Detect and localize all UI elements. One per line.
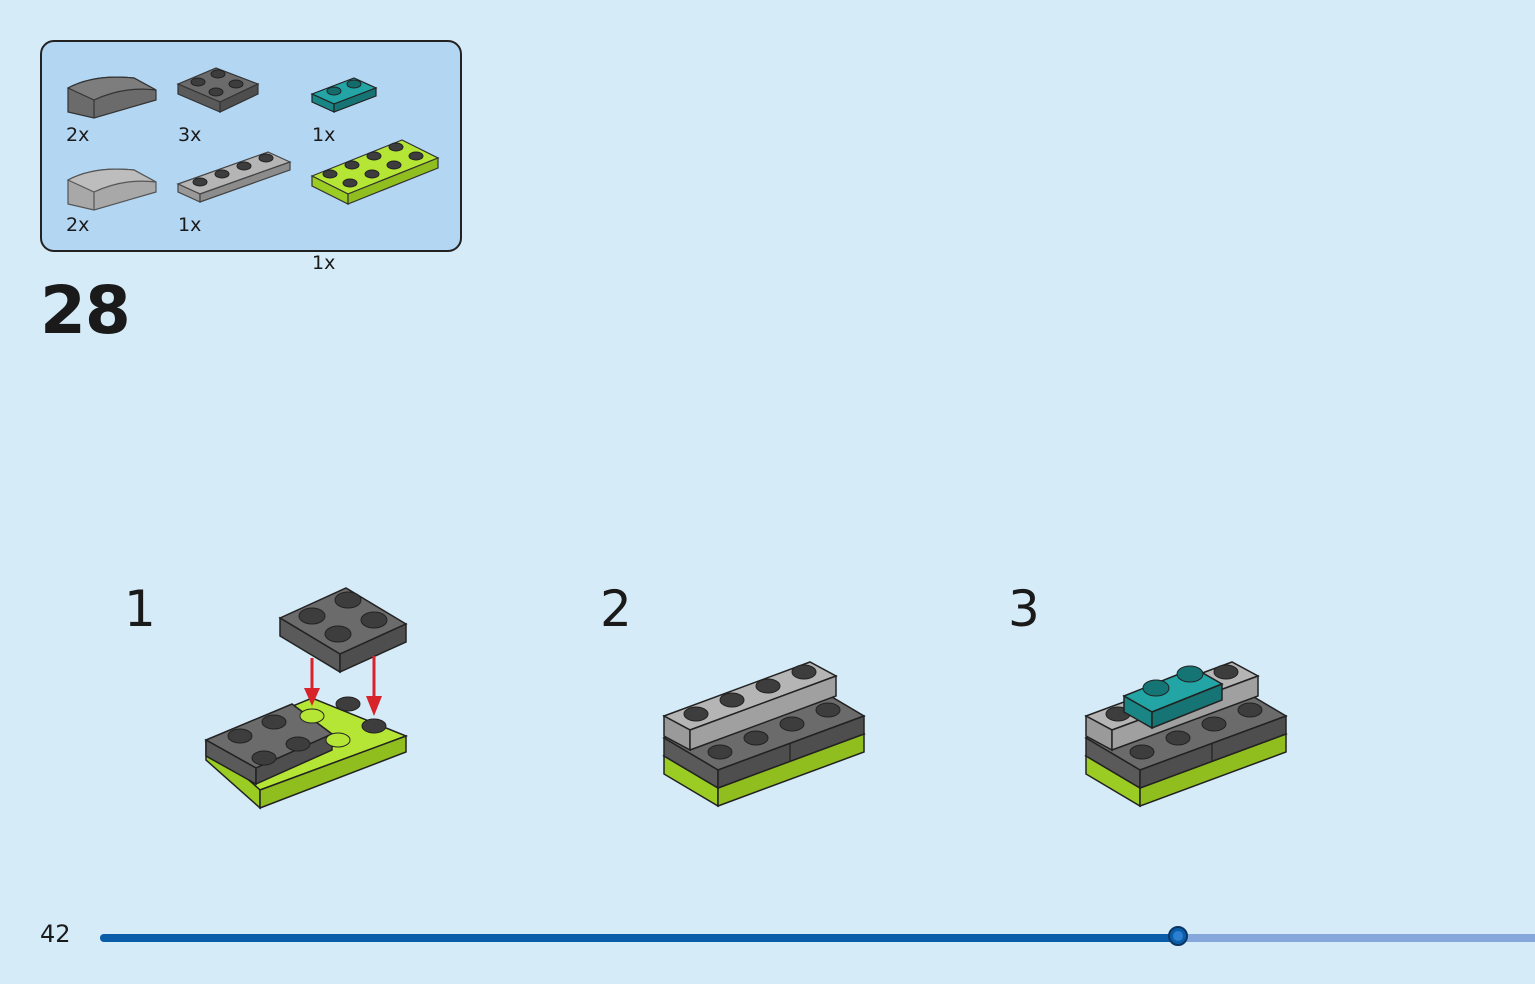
plate-2x4-lime-icon (310, 139, 440, 205)
arrow-down-icon (366, 656, 382, 716)
substep-2-illustration (662, 661, 866, 808)
step-number: 28 (40, 272, 131, 349)
page-number: 42 (40, 920, 71, 948)
substep-number: 1 (124, 580, 156, 638)
substep-3-illustration (1084, 661, 1288, 808)
arrow-down-icon (304, 658, 320, 706)
plate-2x2-dark-gray-icon (176, 67, 260, 113)
plate-1x4-light-gray-icon (176, 151, 292, 203)
part-qty: 1x (312, 124, 336, 146)
part-qty: 1x (312, 252, 336, 274)
substep-number: 3 (1008, 580, 1040, 638)
plate-1x2-teal-icon (310, 77, 378, 113)
part-qty: 3x (178, 124, 202, 146)
progress-knob[interactable] (1167, 926, 1188, 946)
substep-number: 2 (600, 580, 632, 638)
part-qty: 1x (178, 214, 202, 236)
parts-list-callout: 2x 3x 1x 2x (40, 40, 462, 274)
part-qty: 2x (66, 124, 90, 146)
part-qty: 2x (66, 214, 90, 236)
progress-fill (100, 934, 1178, 942)
curved-slope-light-gray-icon (66, 168, 157, 211)
progress-bar (100, 926, 1535, 946)
substep-1-illustration (204, 587, 409, 810)
curved-slope-dark-gray-icon (66, 76, 157, 119)
